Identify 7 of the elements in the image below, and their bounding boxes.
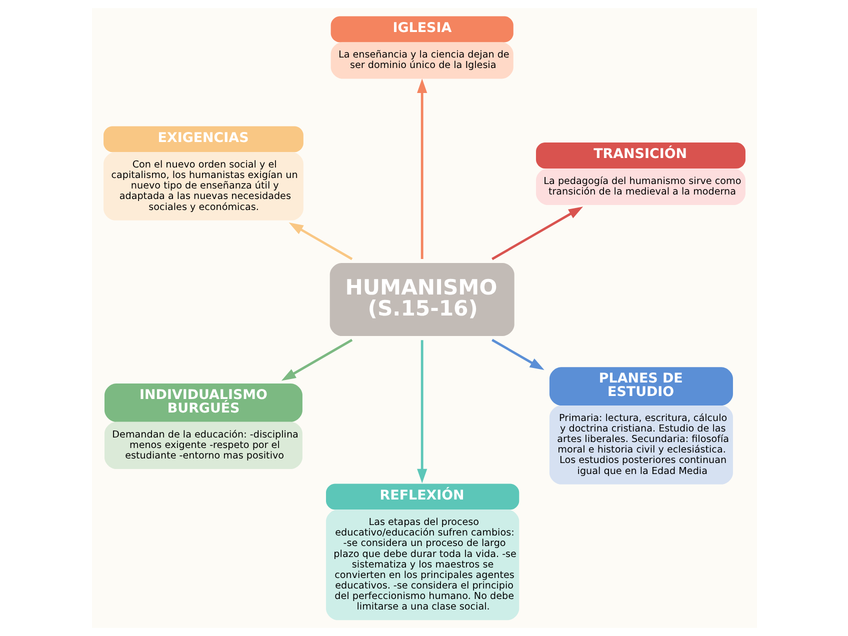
node-box: HUMANISMO (S.15-16): [329, 263, 514, 336]
arrow: [288, 222, 352, 260]
arrow: [416, 78, 427, 259]
arrow: [416, 340, 427, 484]
arrow: [491, 338, 544, 370]
arrow: [491, 206, 583, 260]
arrow: [280, 338, 352, 381]
